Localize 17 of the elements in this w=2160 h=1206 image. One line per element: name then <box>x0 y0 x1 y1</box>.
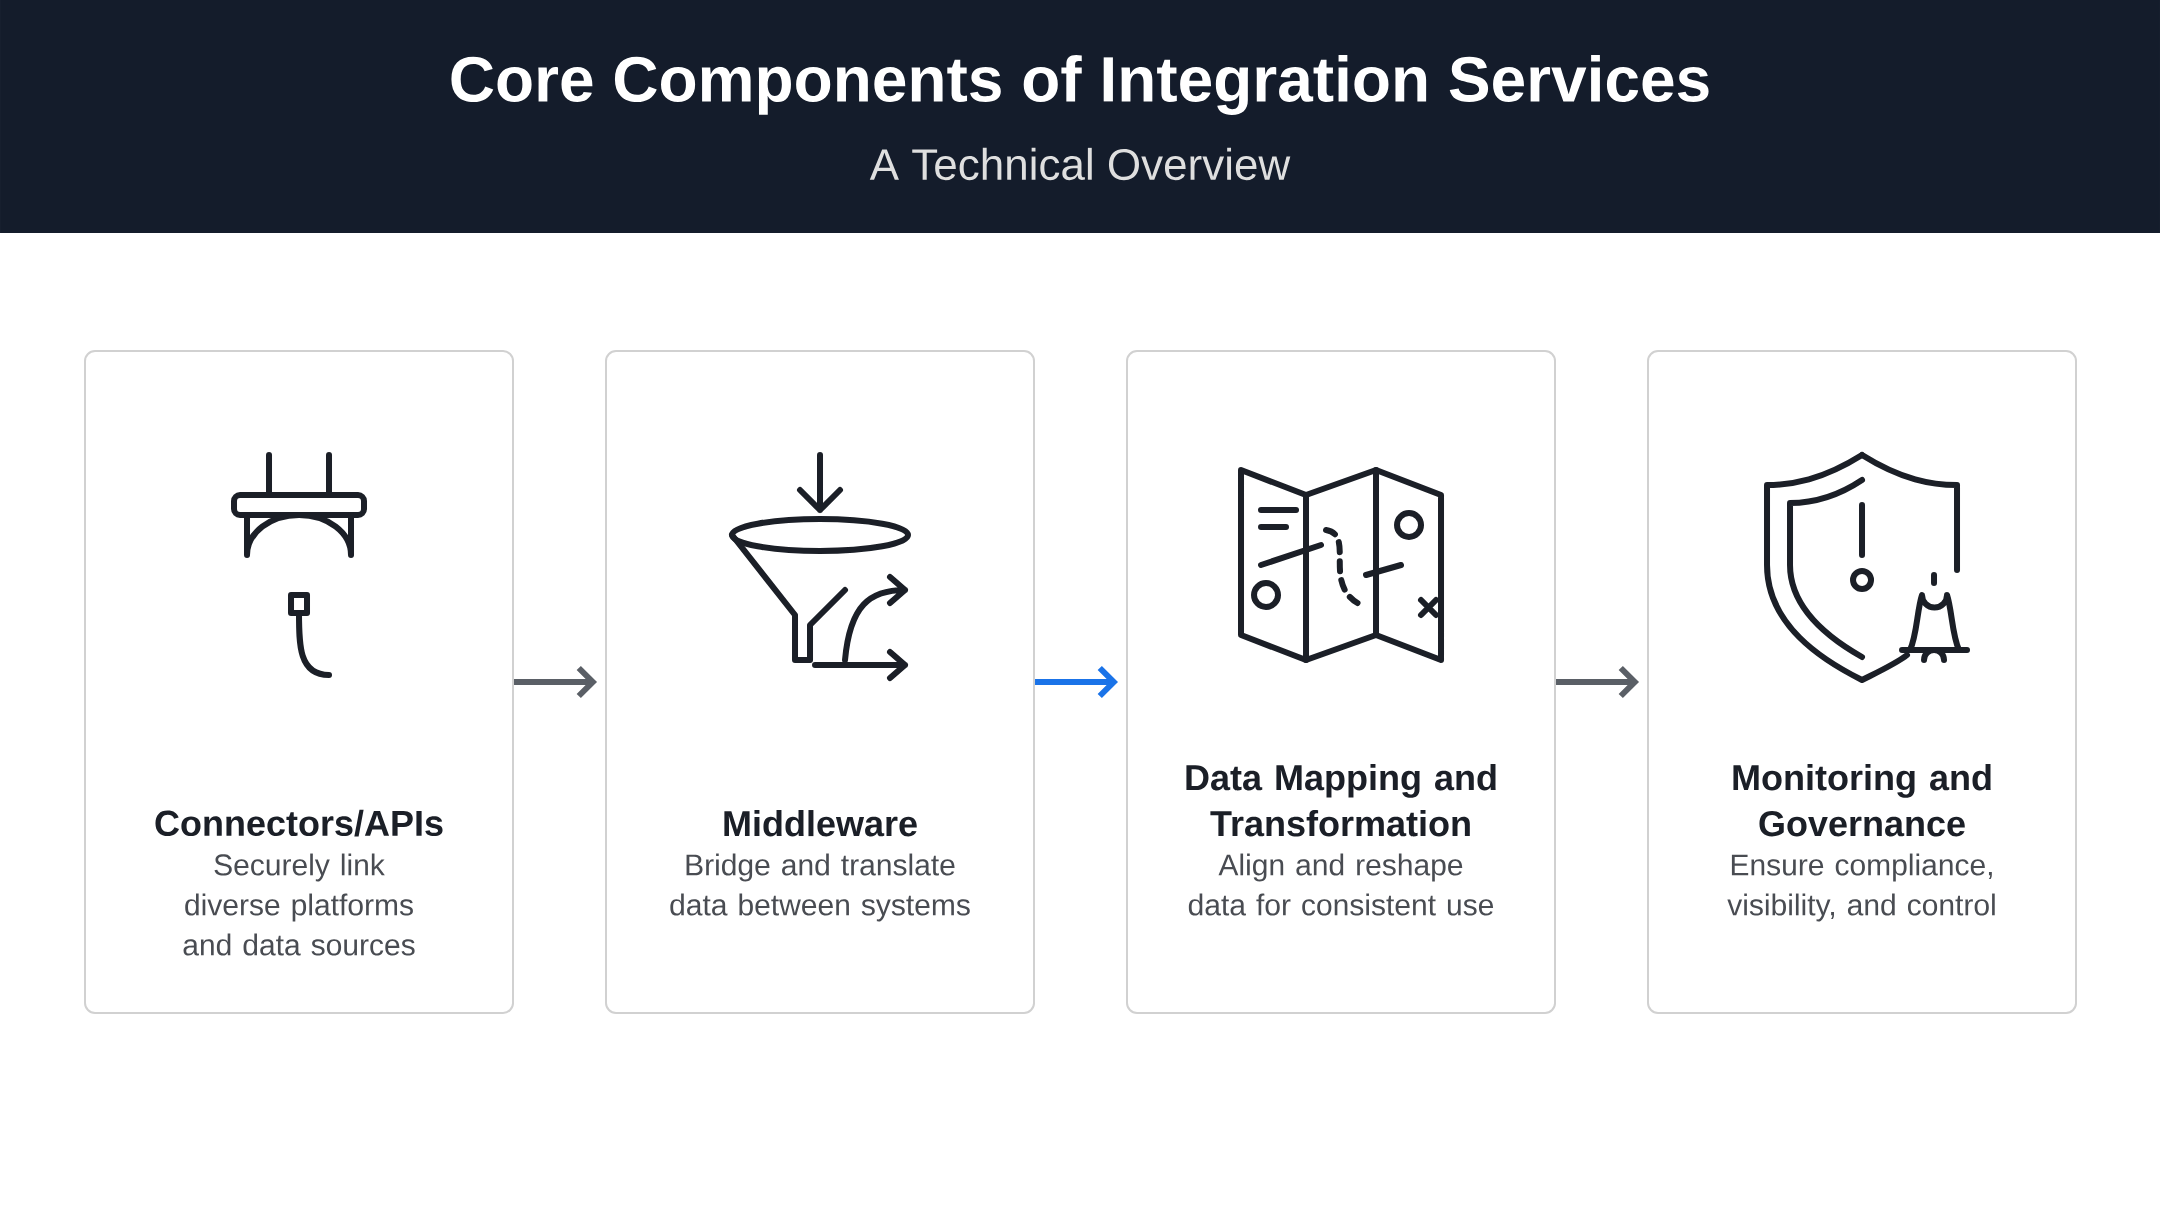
card-heading: Monitoring and Governance <box>1733 764 1991 837</box>
card <box>1126 350 1556 1014</box>
arrow <box>1035 665 1118 699</box>
card-heading: Middleware <box>724 810 917 837</box>
card-heading: Data Mapping and Transformation <box>1186 764 1496 837</box>
card-description: Align and reshape data for consistent use <box>1188 853 1494 916</box>
card <box>605 350 1035 1014</box>
card <box>84 350 514 1014</box>
card-description: Securely link diverse platforms and data sources <box>183 853 415 956</box>
arrow <box>514 665 597 699</box>
card-description: Bridge and translate data between systems <box>670 853 970 922</box>
card-description: Ensure compliance, visibility, and control <box>1727 853 1995 922</box>
card-heading: Connectors/APIs <box>155 809 443 837</box>
title: Core Components of Integration Services <box>451 55 1709 115</box>
subtitle: A Technical Overview <box>869 147 1291 181</box>
arrow <box>1556 665 1639 699</box>
card <box>1647 350 2077 1014</box>
